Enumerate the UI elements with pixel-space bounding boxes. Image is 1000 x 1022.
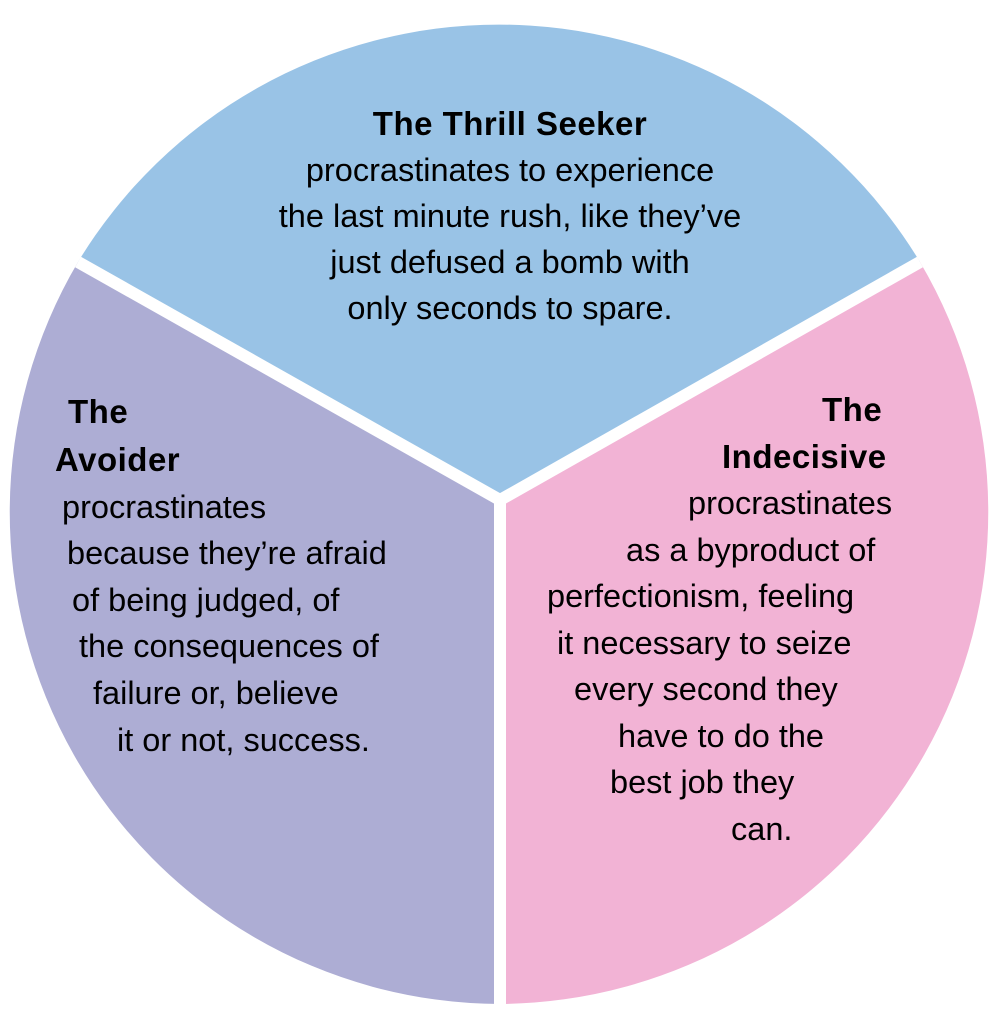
indecisive-line: it necessary to seize (557, 625, 852, 661)
divider-left (75, 256, 503, 506)
indecisive-line: best job they (610, 764, 795, 800)
indecisive-line: as a byproduct of (626, 532, 876, 568)
avoider-line: the consequences of (79, 628, 379, 664)
thrill-seeker-line: procrastinates to experience (305, 152, 715, 188)
segment-avoider (9, 262, 501, 1004)
indecisive-line: have to do the (618, 718, 824, 754)
avoider-title-line: The (68, 393, 129, 430)
avoider-line: it or not, success. (117, 722, 370, 758)
thrill-seeker-line: only seconds to spare. (347, 290, 673, 326)
indecisive-title-line: The (822, 391, 883, 428)
thrill-seeker-line: just defused a bomb with (330, 244, 690, 280)
thrill-seeker-title: The Thrill Seeker (372, 105, 648, 142)
indecisive-line: perfectionism, feeling (547, 578, 855, 614)
indecisive-line: procrastinates (688, 485, 893, 521)
divider-right (497, 256, 923, 506)
indecisive-title-line: Indecisive (722, 438, 887, 475)
avoider-line: of being judged, of (72, 582, 340, 618)
thrill-seeker-line: the last minute rush, like they’ve (278, 198, 742, 234)
avoider-line: procrastinates (62, 489, 267, 525)
thrill-seeker-text: The Thrill Seeker procrastinates to expe… (150, 101, 870, 331)
avoider-line: failure or, believe (93, 675, 339, 711)
indecisive-line: every second they (574, 671, 838, 707)
avoider-title-line: Avoider (55, 441, 181, 478)
avoider-line: because they’re afraid (67, 535, 387, 571)
indecisive-line: can. (731, 811, 793, 847)
segment-indecisive (500, 262, 989, 1004)
